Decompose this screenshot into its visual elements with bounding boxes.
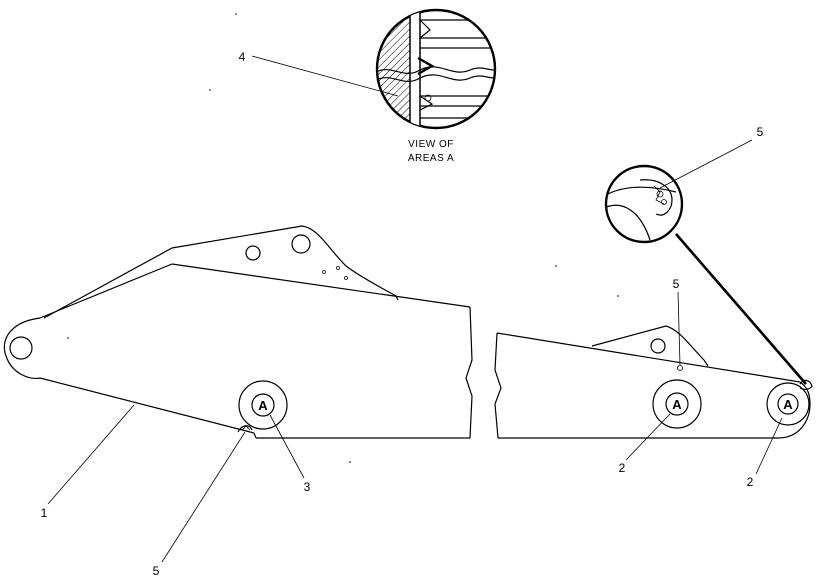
- bracket-hole-large: [291, 234, 311, 254]
- pin-bore-right-end-inner: [777, 393, 799, 415]
- pin-bore-right-mid-label: A: [672, 397, 682, 412]
- pin-bore-right-end-outer: [766, 382, 810, 426]
- pin-bore-right-mid-outer: [652, 379, 702, 429]
- leader-2-end: [755, 417, 783, 475]
- inset-caption-line1: VIEW OF: [408, 139, 454, 150]
- callout-2-end: 2: [747, 475, 754, 489]
- leader-5-top: [677, 291, 681, 366]
- callout-5-top: 5: [673, 277, 680, 291]
- callout-4: 4: [239, 50, 246, 64]
- inset-detail-areas-a: VIEW OF AREAS A: [375, 8, 497, 164]
- pin-bore-left-outer: [238, 380, 288, 430]
- callout-1: 1: [41, 506, 48, 520]
- weld-detail-circle: [604, 164, 684, 244]
- pin-bore-left-inner: [251, 393, 275, 417]
- callout-2-mid: 2: [619, 461, 626, 475]
- detail-leader-line: [675, 233, 807, 385]
- bracket-hole-right: [650, 338, 666, 354]
- pin-bore-right-end-label: A: [783, 397, 793, 412]
- pin-bore-right-mid-inner: [665, 392, 689, 416]
- leader-3: [269, 414, 305, 479]
- callout-5-detail: 5: [757, 125, 764, 139]
- leader-5-detail: [659, 139, 753, 189]
- leader-5-lower: [161, 431, 246, 563]
- boom-right-section: A A: [494, 325, 813, 439]
- bracket-hole-small: [245, 245, 261, 261]
- leader-4: [251, 55, 399, 97]
- leader-1: [47, 404, 135, 505]
- boom-left-section: A: [3, 225, 473, 439]
- boom-nose-pin-hole: [9, 336, 33, 360]
- scan-specks: [67, 13, 619, 463]
- inset-detail-weld: [604, 164, 684, 244]
- callout-3: 3: [304, 480, 311, 494]
- callout-5-lower: 5: [153, 564, 160, 578]
- pin-bore-left-label: A: [258, 398, 268, 413]
- inset-caption-line2: AREAS A: [408, 153, 454, 164]
- leader-2-mid: [625, 413, 671, 461]
